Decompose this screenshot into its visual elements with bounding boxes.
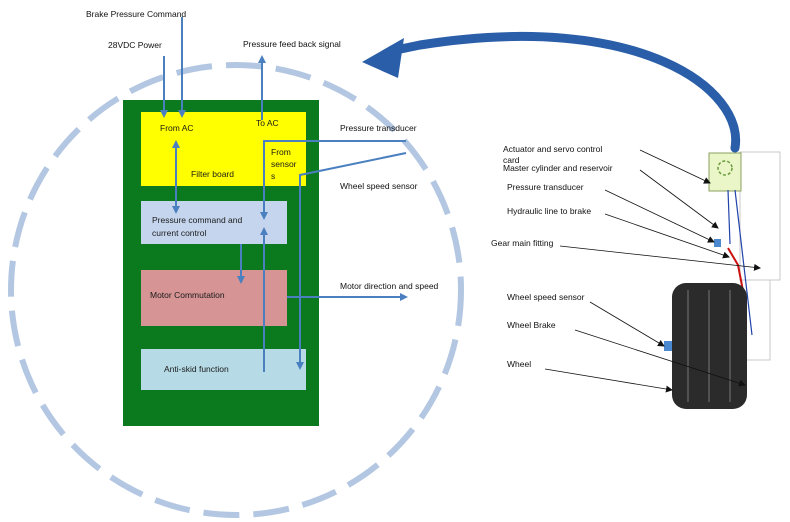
feedback-label: Pressure feed back signal [243, 39, 341, 49]
transducer-pointer [604, 189, 715, 243]
wheel-speed-sensor-device [664, 341, 672, 351]
transducer-in-arrow [260, 140, 406, 220]
pressure-command-block [141, 201, 287, 244]
from-sensors-label-3: s [271, 171, 275, 181]
from-ac-label: From AC [160, 123, 194, 133]
wheel-brake-pointer [574, 329, 746, 387]
pressure-command-label-2: current control [152, 228, 206, 238]
antiskid-label: Anti-skid function [164, 364, 229, 374]
zoom-circle [8, 62, 464, 518]
power-label: 28VDC Power [108, 40, 162, 50]
transducer-device [714, 239, 721, 247]
gear-fitting-pointer [559, 245, 761, 271]
motor-commutation-label: Motor Commutation [150, 290, 225, 300]
brake-command-label: Brake Pressure Command [86, 9, 186, 19]
from-sensors-label-2: sensor [271, 159, 297, 169]
big-curved-arrow [391, 32, 741, 153]
hydraulic-line-label: Hydraulic line to brake [507, 206, 591, 216]
actuator-dial [717, 160, 733, 176]
pressure-command-label-1: Pressure command and [152, 215, 243, 225]
transducer-signal-label: Pressure transducer [340, 123, 417, 133]
hydraulic-line-pointer [604, 213, 730, 259]
motor-commutation-block [141, 270, 287, 326]
filter-board-block [141, 112, 306, 186]
master-cylinder-pointer [639, 169, 719, 229]
wheel-speed-in-arrow [296, 152, 407, 370]
to-ac-label: To AC [256, 118, 279, 128]
actuator-label-1: Actuator and servo control [503, 144, 602, 154]
antiskid-block [141, 349, 306, 390]
transducer-device-label: Pressure transducer [507, 182, 584, 192]
wheel-label: Wheel [507, 359, 531, 369]
motor-direction-label: Motor direction and speed [340, 281, 439, 291]
actuator-label-2: card [503, 155, 520, 165]
big-curved-arrow-head [362, 38, 404, 78]
from-sensors-label-1: From [271, 147, 291, 157]
hydraulic-line-blue-2 [727, 189, 731, 245]
actuator-pointer [639, 149, 711, 184]
strut-upper [739, 151, 781, 281]
filter-board-title: Filter board [191, 169, 234, 179]
wheel-brake-label: Wheel Brake [507, 320, 556, 330]
hydraulic-line-blue [734, 189, 753, 336]
actuator-card [708, 152, 742, 192]
wheel-pointer [544, 368, 673, 393]
wheel-speed-signal-label: Wheel speed sensor [340, 181, 418, 191]
hydraulic-line-red [727, 247, 745, 297]
gear-fitting-label: Gear main fitting [491, 238, 554, 248]
wheel-speed-device-label: Wheel speed sensor [507, 292, 585, 302]
master-cylinder-label: Master cylinder and reservoir [503, 163, 613, 173]
wheel-speed-pointer [589, 301, 665, 347]
